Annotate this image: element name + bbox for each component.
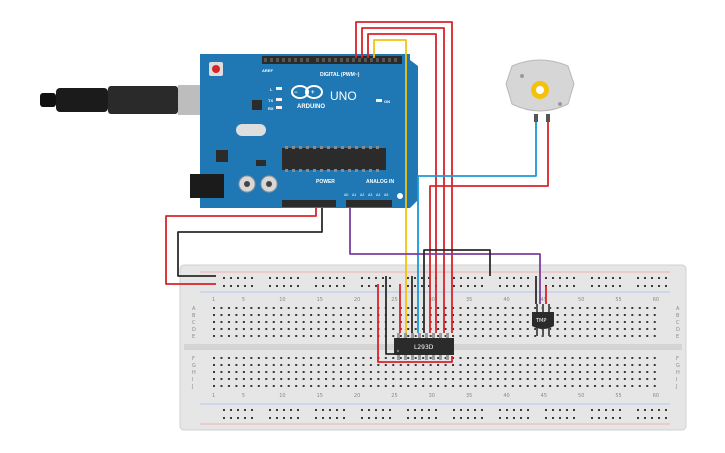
row-letter: C xyxy=(192,320,196,326)
voltage-regulator xyxy=(216,150,228,162)
row-letter: G xyxy=(192,363,196,369)
dc-motor[interactable] xyxy=(505,59,575,122)
power-header xyxy=(282,200,336,207)
row-letter: A xyxy=(676,306,680,312)
row-letter: G xyxy=(676,363,680,369)
column-number: 20 xyxy=(354,297,360,303)
pin-a2-label: A2 xyxy=(360,193,364,197)
row-letter: F xyxy=(192,356,195,362)
wire-red-digital-1[interactable] xyxy=(367,33,437,333)
column-number: 40 xyxy=(503,393,509,399)
column-number: 25 xyxy=(391,393,397,399)
sensor-label: TMP xyxy=(535,318,546,324)
row-letter: I xyxy=(192,377,193,383)
crystal xyxy=(236,124,266,136)
wires xyxy=(165,21,549,363)
led-l-label: L xyxy=(270,87,273,92)
pin-a5-label: A5 xyxy=(384,193,388,197)
column-number: 20 xyxy=(354,393,360,399)
pin-a4-label: A4 xyxy=(376,193,380,197)
wire-ic-gnd-black[interactable] xyxy=(423,249,491,333)
row-letter: E xyxy=(192,334,195,340)
row-letter: A xyxy=(192,306,196,312)
column-number: 45 xyxy=(541,297,547,303)
led-tx-label: TX xyxy=(268,98,273,103)
l293d-ic[interactable]: L293D xyxy=(394,333,454,360)
atmega-chip xyxy=(282,148,386,170)
wire-red-digital-3[interactable] xyxy=(355,21,453,333)
ic-label: L293D xyxy=(414,344,434,351)
breadboard-holes xyxy=(213,277,667,419)
svg-text:+: + xyxy=(311,90,315,96)
column-number: 15 xyxy=(317,393,323,399)
column-number: 1 xyxy=(212,297,215,303)
column-number: 5 xyxy=(242,297,245,303)
power-jack xyxy=(190,174,224,198)
analog-header-label: ANALOG IN xyxy=(366,179,394,185)
column-number: 5 xyxy=(242,393,245,399)
wire-loop-black[interactable] xyxy=(385,276,398,355)
column-number: 1 xyxy=(212,393,215,399)
column-number: 60 xyxy=(653,297,659,303)
usb-chip xyxy=(252,100,262,110)
row-letter: H xyxy=(192,370,196,376)
arduino-logo: − + xyxy=(291,85,323,99)
pin-a1-label: A1 xyxy=(352,193,356,197)
column-number: 10 xyxy=(279,297,285,303)
column-number: 50 xyxy=(578,393,584,399)
led-rx-label: RX xyxy=(268,106,274,111)
column-number: 60 xyxy=(653,393,659,399)
column-number: 55 xyxy=(615,393,621,399)
column-number: 15 xyxy=(317,297,323,303)
column-number: 30 xyxy=(429,393,435,399)
aref-label: AREF xyxy=(262,68,273,73)
column-number: 35 xyxy=(466,297,472,303)
wire-gnd-black[interactable] xyxy=(177,208,323,277)
on-led-label: ON xyxy=(384,99,390,104)
row-letter: F xyxy=(676,356,679,362)
svg-text:−: − xyxy=(294,90,298,96)
row-letter: I xyxy=(676,377,677,383)
row-letter: B xyxy=(192,313,196,319)
digital-header-label: DIGITAL (PWM~) xyxy=(320,72,360,78)
arduino-logo-text: ARDUINO xyxy=(297,104,325,110)
row-letter: D xyxy=(676,327,680,333)
row-letter: D xyxy=(192,327,196,333)
power-header-label: POWER xyxy=(316,179,335,185)
analog-header xyxy=(346,200,392,207)
row-letter: E xyxy=(676,334,679,340)
column-number: 40 xyxy=(503,297,509,303)
wire-5v-red[interactable] xyxy=(165,208,317,285)
row-letter: B xyxy=(676,313,680,319)
pin-a3-label: A3 xyxy=(368,193,372,197)
row-letter: H xyxy=(676,370,680,376)
wire-motor-red[interactable] xyxy=(429,122,549,333)
arduino-uno-board[interactable]: DIGITAL (PWM~) AREF − + ARDUINO UNO L TX… xyxy=(190,54,418,208)
column-number: 35 xyxy=(466,393,472,399)
pin-a0-label: A0 xyxy=(344,193,348,197)
digital-header xyxy=(262,56,402,64)
column-number: 10 xyxy=(279,393,285,399)
wire-loop-red[interactable] xyxy=(377,284,453,363)
column-number: 25 xyxy=(391,297,397,303)
uno-model-label: UNO xyxy=(330,89,357,103)
column-number: 50 xyxy=(578,297,584,303)
row-letter: J xyxy=(675,384,677,390)
row-letter: C xyxy=(676,320,680,326)
column-number: 55 xyxy=(615,297,621,303)
tmp-sensor[interactable]: TMP xyxy=(532,304,554,336)
row-letter: J xyxy=(191,384,193,390)
wire-red-digital-2[interactable] xyxy=(361,27,445,333)
usb-cable xyxy=(40,84,222,116)
column-number: 30 xyxy=(429,297,435,303)
wire-yellow[interactable] xyxy=(373,39,407,333)
column-number: 45 xyxy=(541,393,547,399)
wire-sensor-purple[interactable] xyxy=(349,208,541,304)
